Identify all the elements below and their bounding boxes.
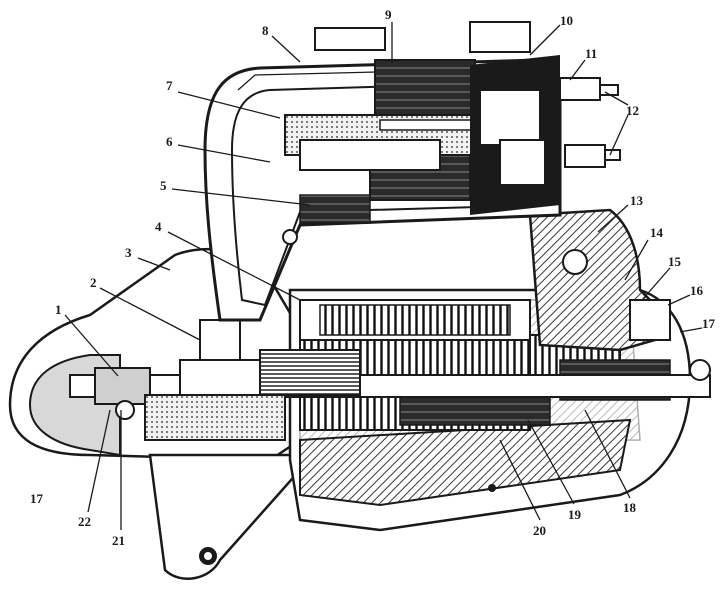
callout-21: 21 — [112, 533, 125, 548]
callout-16: 16 — [690, 283, 704, 298]
callout-9: 9 — [385, 7, 392, 22]
pinion-clutch — [115, 319, 286, 441]
solenoid-contacts — [470, 55, 560, 215]
callout-numbers: 1 2 3 4 5 6 7 8 9 10 11 12 13 14 15 16 1… — [30, 7, 716, 548]
callout-13: 13 — [630, 193, 644, 208]
callout-11: 11 — [585, 46, 597, 61]
callout-7: 7 — [166, 78, 173, 93]
callout-10: 10 — [560, 13, 573, 28]
callout-17a: 17 — [702, 316, 716, 331]
callout-6: 6 — [166, 134, 173, 149]
callout-17b: 17 — [30, 491, 44, 506]
leader-lines — [64, 22, 703, 530]
callout-14: 14 — [650, 225, 664, 240]
callout-19: 19 — [568, 507, 582, 522]
commutator-end-cap — [528, 208, 671, 352]
terminal-studs — [314, 21, 621, 168]
callout-8: 8 — [262, 23, 269, 38]
callout-5: 5 — [160, 178, 167, 193]
callout-1: 1 — [55, 302, 62, 317]
callout-22: 22 — [78, 514, 91, 529]
callout-3: 3 — [125, 245, 132, 260]
callout-4: 4 — [155, 219, 162, 234]
callout-15: 15 — [668, 254, 682, 269]
callout-12: 12 — [626, 103, 639, 118]
callout-2: 2 — [90, 275, 97, 290]
callout-20: 20 — [533, 523, 546, 538]
callout-18: 18 — [623, 500, 637, 515]
